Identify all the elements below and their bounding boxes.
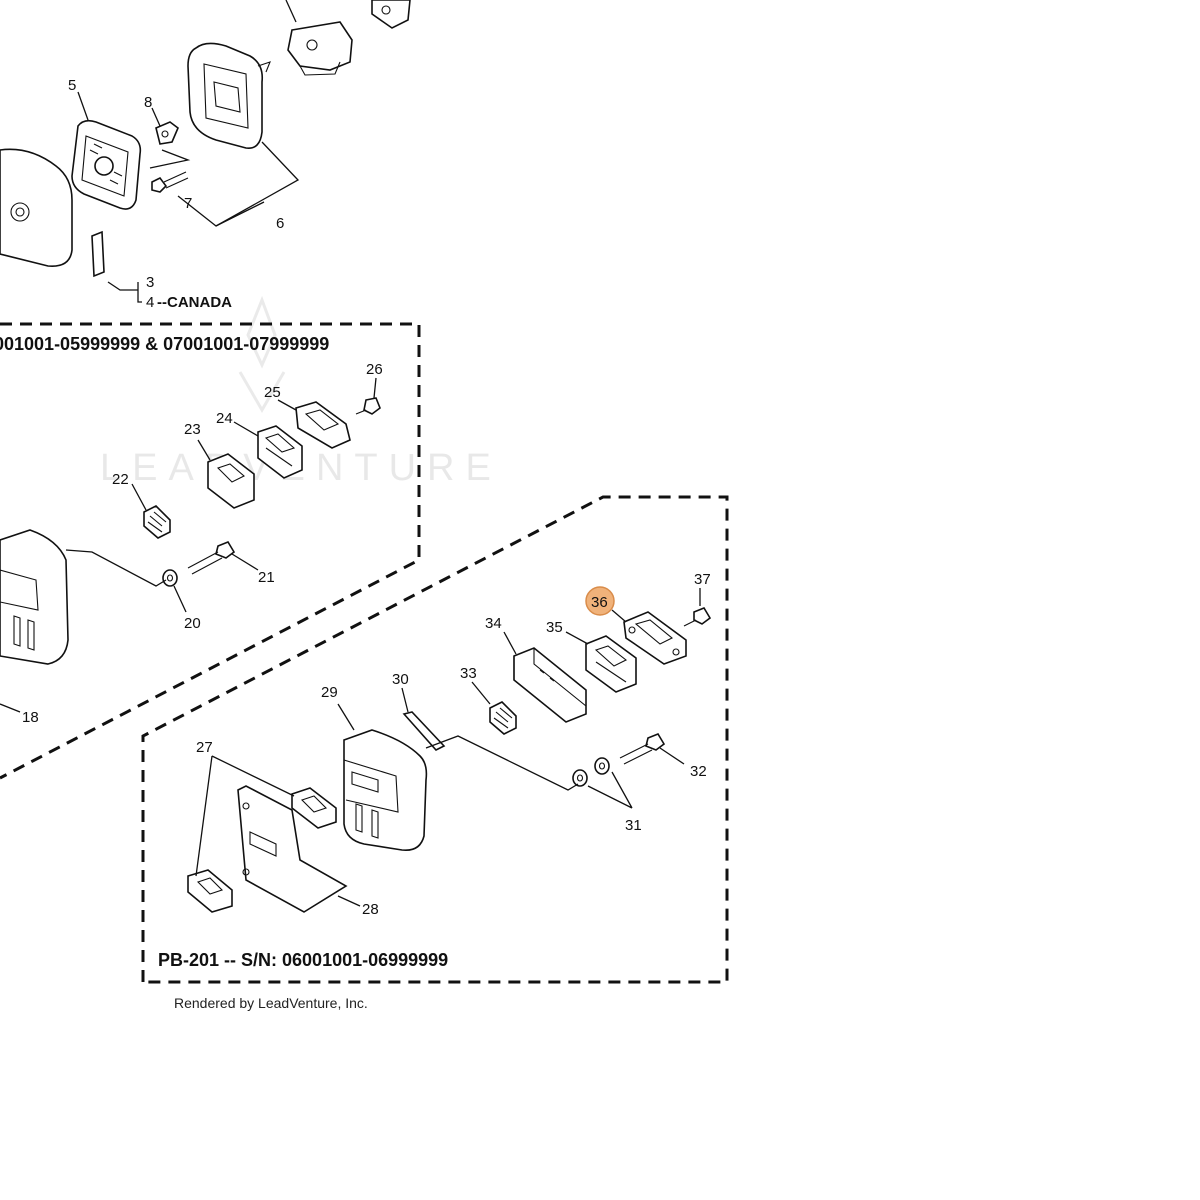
plate-part-28[interactable] (237, 785, 348, 913)
section-bottom-parts (187, 586, 712, 913)
gasket-part-36[interactable] (623, 611, 687, 665)
air-filter-group (0, 0, 411, 303)
part-label-4[interactable]: 4 (146, 294, 154, 311)
bolt-part-32[interactable] (619, 733, 666, 765)
part-label-28[interactable]: 28 (362, 901, 379, 918)
section-top-title: 001001-05999999 & 07001001-07999999 (0, 334, 329, 354)
part-label-27[interactable]: 27 (196, 739, 213, 756)
spark-screen-part-22[interactable] (143, 505, 171, 539)
muffler-part-29[interactable] (343, 729, 428, 852)
air-filter-cover-part[interactable] (0, 148, 73, 267)
washer-part-31a[interactable] (572, 769, 588, 787)
gasket-part-27a[interactable] (291, 787, 337, 829)
part-label-33[interactable]: 33 (460, 665, 477, 682)
heat-shield-part-34[interactable] (513, 647, 587, 723)
part-label-24[interactable]: 24 (216, 410, 233, 427)
part-label-22[interactable]: 22 (112, 471, 129, 488)
gasket-part-25[interactable] (295, 401, 351, 449)
part-label-18[interactable]: 18 (22, 709, 39, 726)
part-label-6[interactable]: 6 (276, 215, 284, 232)
air-cleaner-case-part[interactable] (187, 42, 271, 149)
section-bottom-border (141, 495, 729, 984)
part-label-7[interactable]: 7 (184, 195, 192, 212)
part-label-37[interactable]: 37 (694, 571, 711, 588)
bolt-part-21[interactable] (187, 541, 236, 575)
label-plate-part[interactable] (91, 230, 105, 278)
part-label-3[interactable]: 3 (146, 274, 154, 291)
washer-part-20[interactable] (162, 569, 178, 587)
part-label-5[interactable]: 5 (68, 77, 76, 94)
highlight-marker-36[interactable] (585, 586, 615, 616)
washer-part-31b[interactable] (594, 757, 610, 775)
carburetor-part[interactable] (285, 0, 353, 76)
air-filter-element-part[interactable] (71, 119, 142, 210)
gasket-part-27b[interactable] (187, 869, 233, 913)
part-label-20[interactable]: 20 (184, 615, 201, 632)
bolt-part-37[interactable] (683, 607, 712, 627)
part-label-21[interactable]: 21 (258, 569, 275, 586)
bolt-part-7[interactable] (151, 171, 189, 193)
part-label-8[interactable]: 8 (144, 94, 152, 111)
plate-part-24[interactable] (257, 425, 303, 479)
bolt-part-26[interactable] (355, 397, 381, 415)
part-label-29[interactable]: 29 (321, 684, 338, 701)
part-label-30[interactable]: 30 (392, 671, 409, 688)
part-label-34[interactable]: 34 (485, 615, 502, 632)
part-label-36[interactable]: 36 (591, 594, 608, 611)
part-label-35[interactable]: 35 (546, 619, 563, 636)
canada-note: --CANADA (157, 294, 232, 311)
gasket-part-23[interactable] (207, 453, 255, 509)
part-label-25[interactable]: 25 (264, 384, 281, 401)
part-label-31[interactable]: 31 (625, 817, 642, 834)
footer-credit: Rendered by LeadVenture, Inc. (174, 995, 368, 1011)
section-top-parts (0, 377, 381, 713)
part-label-32[interactable]: 32 (690, 763, 707, 780)
muffler-part-left[interactable] (0, 529, 69, 665)
gasket-top-right-part[interactable] (371, 0, 411, 29)
plate-part-35[interactable] (585, 635, 637, 693)
part-label-26[interactable]: 26 (366, 361, 383, 378)
section-bottom-title: PB-201 -- S/N: 06001001-06999999 (158, 950, 448, 970)
spark-screen-part-33[interactable] (489, 701, 517, 735)
part-label-23[interactable]: 23 (184, 421, 201, 438)
plate-part-30[interactable] (402, 711, 446, 751)
bracket-part[interactable] (155, 121, 179, 145)
section-top-border (0, 322, 421, 780)
